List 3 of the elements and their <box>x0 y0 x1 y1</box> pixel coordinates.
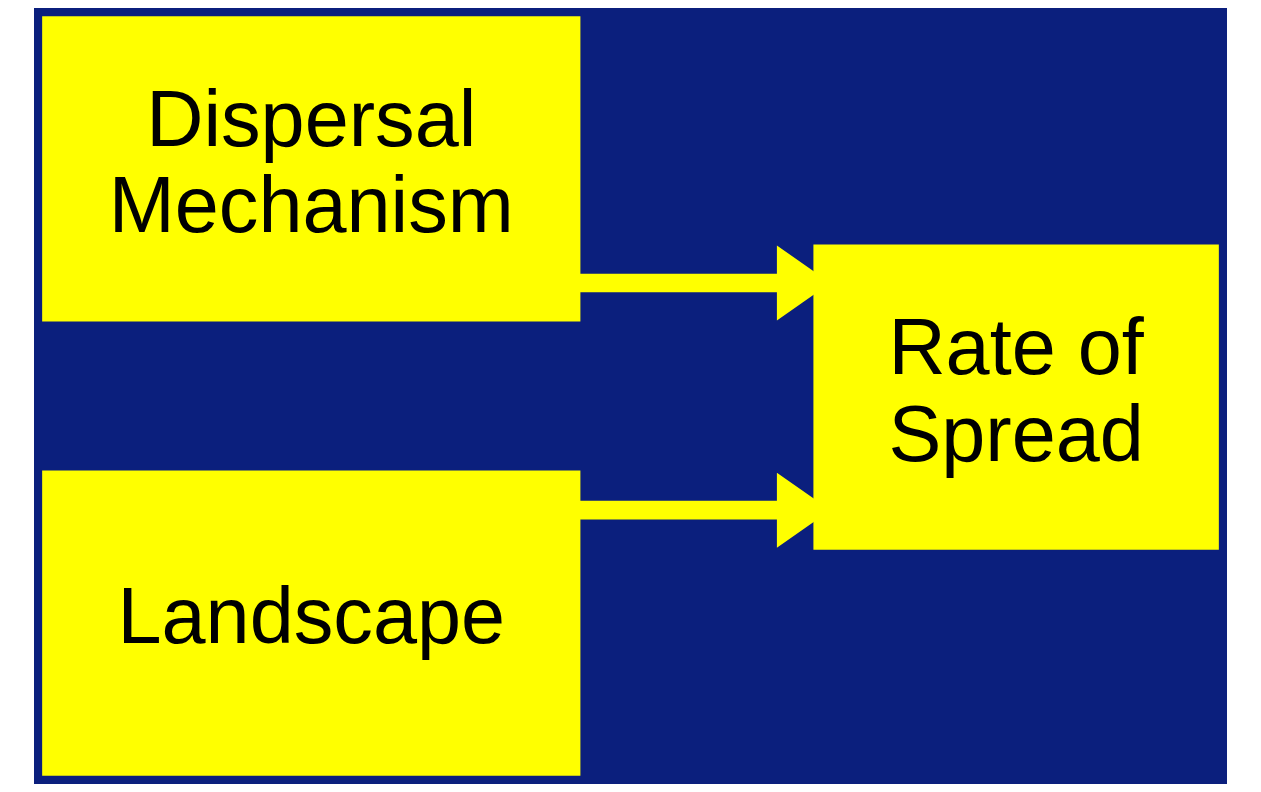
node-box: Dispersal Mechanism <box>42 16 581 322</box>
node-box: Landscape <box>42 470 581 776</box>
node-box: Rate of Spread <box>813 244 1219 550</box>
